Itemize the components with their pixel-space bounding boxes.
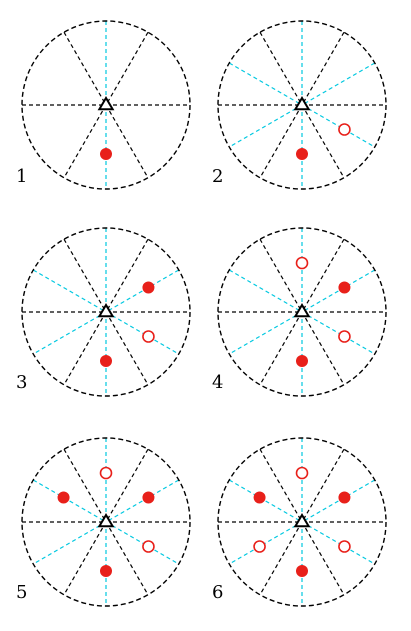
open-dot — [338, 540, 351, 553]
panel-5: 5 — [16, 437, 191, 607]
open-dot — [295, 466, 309, 480]
filled-dot — [100, 148, 112, 160]
filled-dot — [142, 491, 155, 504]
filled-dot — [100, 565, 112, 577]
filled-dot — [338, 491, 351, 504]
filled-dot — [57, 491, 70, 504]
filled-dot — [142, 281, 155, 294]
wheel-circle — [217, 227, 387, 397]
center-triangle-marker — [293, 513, 311, 528]
panel-number-label: 3 — [16, 372, 27, 393]
wheel-circle — [21, 227, 191, 397]
wheel-circle — [21, 20, 191, 190]
center-triangle-marker — [97, 513, 115, 528]
wheel-circle — [21, 437, 191, 607]
filled-dot — [338, 281, 351, 294]
open-dot — [99, 466, 113, 480]
panel-number-label: 6 — [212, 582, 223, 603]
center-triangle-marker — [97, 96, 115, 111]
panel-4: 4 — [212, 227, 387, 397]
panel-1: 1 — [16, 20, 191, 190]
filled-dot — [100, 355, 112, 367]
center-triangle-marker — [293, 96, 311, 111]
filled-dot — [296, 355, 308, 367]
panel-number-label: 1 — [16, 166, 27, 187]
open-dot — [142, 540, 155, 553]
wheel-circle — [217, 20, 387, 190]
open-dot — [338, 123, 351, 136]
open-dot — [338, 330, 351, 343]
panel-6: 6 — [212, 437, 387, 607]
filled-dot — [296, 565, 308, 577]
panel-number-label: 2 — [212, 166, 223, 187]
panel-number-label: 4 — [212, 372, 223, 393]
filled-dot — [296, 148, 308, 160]
panel-3: 3 — [16, 227, 191, 397]
open-dot — [295, 256, 309, 270]
panel-2: 2 — [212, 20, 387, 190]
filled-dot — [253, 491, 266, 504]
center-triangle-marker — [293, 303, 311, 318]
open-dot — [142, 330, 155, 343]
open-dot — [253, 540, 266, 553]
center-triangle-marker — [97, 303, 115, 318]
panel-number-label: 5 — [16, 582, 27, 603]
wheel-circle — [217, 437, 387, 607]
